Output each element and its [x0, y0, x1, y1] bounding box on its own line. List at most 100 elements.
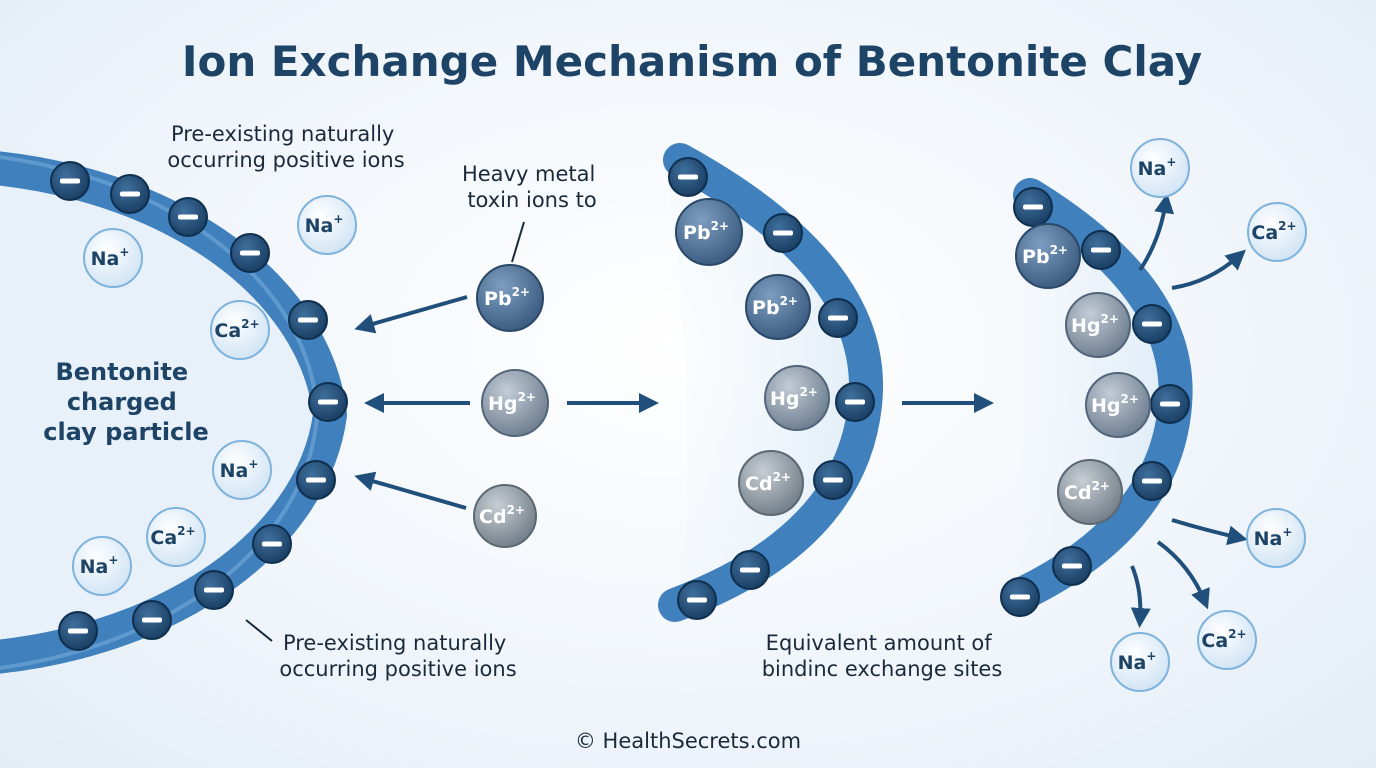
- label-heavy-metal-ions: Heavy metal toxin ions to: [462, 162, 602, 212]
- negative-site: [288, 300, 328, 340]
- negative-sites-layer: [50, 157, 1190, 651]
- ion-na: Na+: [212, 440, 272, 500]
- ion-label: Pb2+: [1022, 243, 1068, 268]
- ion-label: Cd2+: [745, 470, 791, 495]
- minus-icon: [1062, 563, 1082, 569]
- copyright-footer: © HealthSecrets.com: [575, 729, 801, 753]
- minus-icon: [1023, 204, 1043, 210]
- minus-icon: [178, 214, 198, 220]
- negative-site: [1052, 546, 1092, 586]
- ion-cd: Cd2+: [1057, 459, 1123, 525]
- ion-pb: Pb2+: [745, 274, 811, 340]
- negative-site: [58, 611, 98, 651]
- ion-label: Na+: [305, 212, 344, 237]
- minus-icon: [1091, 247, 1111, 253]
- flow-arrow: [1156, 540, 1210, 610]
- negative-site: [668, 157, 708, 197]
- negative-site: [50, 161, 90, 201]
- minus-icon: [262, 541, 282, 547]
- ion-label: Hg2+: [1091, 392, 1139, 417]
- minus-icon: [298, 317, 318, 323]
- ion-label: Ca2+: [1251, 219, 1296, 244]
- flow-arrow: [354, 295, 468, 334]
- ion-label: Na+: [91, 245, 130, 270]
- ion-label: Na+: [220, 457, 259, 482]
- ion-label: Pb2+: [484, 285, 530, 310]
- ion-label: Ca2+: [150, 524, 195, 549]
- negative-site: [1013, 187, 1053, 227]
- ion-hg: Hg2+: [764, 365, 830, 431]
- ion-label: Ca2+: [1201, 627, 1246, 652]
- ion-ca: Ca2+: [1247, 202, 1307, 262]
- negative-site: [1000, 577, 1040, 617]
- negative-site: [132, 600, 172, 640]
- negative-site: [230, 233, 270, 273]
- arrows-layer: [354, 193, 1248, 628]
- flow-arrow: [1171, 518, 1248, 546]
- ion-label: Pb2+: [683, 219, 729, 244]
- negative-site: [1081, 230, 1121, 270]
- label-preexisting-ions-bottom: Pre-existing naturally occurring positiv…: [279, 631, 516, 681]
- ion-label: Hg2+: [770, 385, 818, 410]
- ion-label: Na+: [80, 553, 119, 578]
- negative-site: [818, 298, 858, 338]
- minus-icon: [1142, 478, 1162, 484]
- ions-layer: Na+ Na+ Ca2+ Na+ Ca2+ Na+ Pb2+ Hg2+ Cd2+ Pb2+ Pb2+…: [72, 138, 1307, 692]
- ion-label: Hg2+: [488, 390, 536, 415]
- minus-icon: [1010, 594, 1030, 600]
- ion-label: Na+: [1138, 155, 1177, 180]
- page-title: Ion Exchange Mechanism of Bentonite Clay: [182, 37, 1202, 86]
- ion-na: Na+: [297, 195, 357, 255]
- minus-icon: [60, 178, 80, 184]
- flow-arrow: [1138, 193, 1175, 272]
- ion-na: Na+: [1130, 138, 1190, 198]
- ion-cd: Cd2+: [473, 484, 537, 548]
- ion-na: Na+: [83, 228, 143, 288]
- ion-hg: Hg2+: [1085, 372, 1151, 438]
- ion-ca: Ca2+: [210, 300, 270, 360]
- negative-site: [110, 174, 150, 214]
- negative-site: [168, 197, 208, 237]
- minus-icon: [68, 628, 88, 634]
- ion-ca: Ca2+: [146, 507, 206, 567]
- negative-site: [730, 550, 770, 590]
- minus-icon: [306, 477, 326, 483]
- minus-icon: [687, 597, 707, 603]
- label-preexisting-ions-top: Pre-existing naturally occurring positiv…: [167, 122, 404, 172]
- ion-pb: Pb2+: [476, 264, 544, 332]
- ion-hg: Hg2+: [1065, 292, 1131, 358]
- minus-icon: [828, 315, 848, 321]
- negative-site: [763, 213, 803, 253]
- minus-icon: [678, 174, 698, 180]
- negative-site: [835, 382, 875, 422]
- ion-pb: Pb2+: [675, 198, 743, 266]
- minus-icon: [240, 250, 260, 256]
- ion-label: Na+: [1254, 525, 1293, 550]
- minus-icon: [142, 617, 162, 623]
- negative-site: [1132, 304, 1172, 344]
- negative-site: [308, 382, 348, 422]
- ion-label: Cd2+: [479, 503, 525, 528]
- label-bentonite-particle: Bentonite charged clay particle: [43, 358, 209, 446]
- negative-site: [813, 460, 853, 500]
- ion-hg: Hg2+: [481, 369, 549, 437]
- ion-na: Na+: [1110, 632, 1170, 692]
- flow-arrow: [1130, 565, 1151, 628]
- minus-icon: [318, 399, 338, 405]
- negative-site: [194, 570, 234, 610]
- flow-arrow: [354, 471, 467, 510]
- flow-arrow: [1171, 249, 1246, 290]
- ion-label: Cd2+: [1064, 479, 1110, 504]
- minus-icon: [845, 399, 865, 405]
- minus-icon: [1160, 401, 1180, 407]
- ion-label: Na+: [1118, 649, 1157, 674]
- minus-icon: [740, 567, 760, 573]
- minus-icon: [1142, 321, 1162, 327]
- negative-site: [677, 580, 717, 620]
- minus-icon: [823, 477, 843, 483]
- negative-site: [1132, 461, 1172, 501]
- minus-icon: [120, 191, 140, 197]
- ion-na: Na+: [72, 536, 132, 596]
- ion-na: Na+: [1246, 508, 1306, 568]
- leader-line-heavy-metal: [511, 221, 525, 263]
